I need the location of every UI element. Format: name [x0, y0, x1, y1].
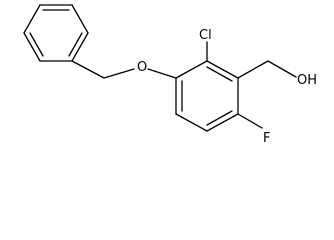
substituted-ring — [175, 60, 239, 132]
bond — [23, 4, 41, 34]
bond — [71, 32, 89, 62]
bond-ch2-to-oh — [267, 60, 297, 78]
double-bond-inner — [206, 66, 233, 82]
bond-ring-to-ch2oh — [237, 60, 269, 79]
bond — [23, 32, 41, 62]
chlorine-label: Cl — [199, 28, 212, 43]
hydroxyl-label: OH — [297, 73, 317, 88]
bond — [175, 60, 208, 79]
bond-to-fluorine — [237, 113, 263, 129]
fluorine-label: F — [263, 131, 270, 146]
bond — [175, 113, 208, 132]
phenyl-ring — [23, 4, 89, 62]
ether-oxygen-label: O — [137, 60, 147, 75]
bond — [206, 60, 239, 79]
bond — [71, 4, 89, 34]
bond-ch2-to-o — [103, 68, 135, 79]
double-bond-inner — [29, 32, 44, 57]
double-bond-inner — [206, 110, 233, 126]
bond-o-to-ring — [147, 68, 177, 79]
chemical-structure-diagram: O Cl OH F — [23, 4, 317, 146]
double-bond-inner — [68, 32, 83, 57]
bond-ring-to-ch2 — [71, 60, 105, 79]
bond — [206, 113, 239, 132]
